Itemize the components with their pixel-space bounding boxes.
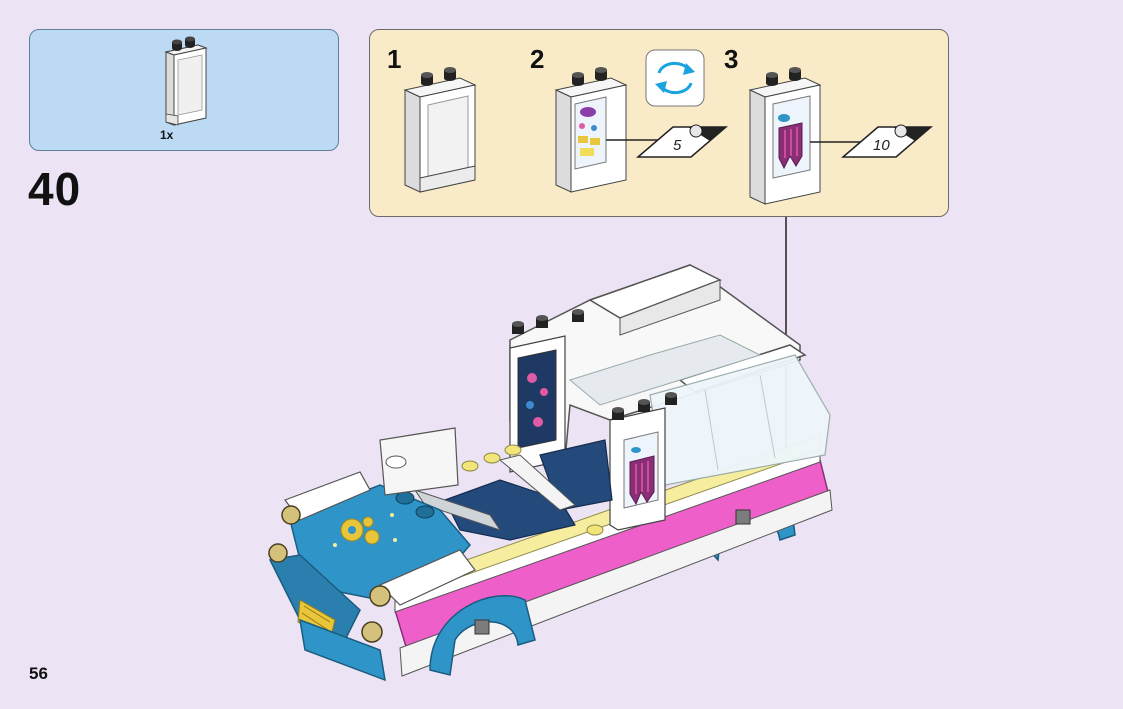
panel-step-3: 10 [748,67,934,205]
parts-quantity: 1x [160,128,174,142]
sub-step-3-label: 3 [724,44,739,74]
panel-step-2: 5 [554,67,729,193]
page-number: 56 [29,664,48,683]
parts-list-box: 1x [29,29,339,151]
rotate-arrows-icon [645,49,705,107]
sub-step-1-label: 1 [387,44,402,74]
panel-brick-icon [164,36,208,126]
sticker-10-number: 10 [873,137,890,154]
car-body [268,264,833,682]
sticker-5-number: 5 [673,137,682,154]
sub-step-2-label: 2 [530,44,545,74]
sub-assembly-box: 1 2 3 [369,29,949,217]
sub-assembly-illustration: 5 [403,49,934,205]
step-number: 40 [28,163,82,215]
panel-step-1 [403,67,477,193]
